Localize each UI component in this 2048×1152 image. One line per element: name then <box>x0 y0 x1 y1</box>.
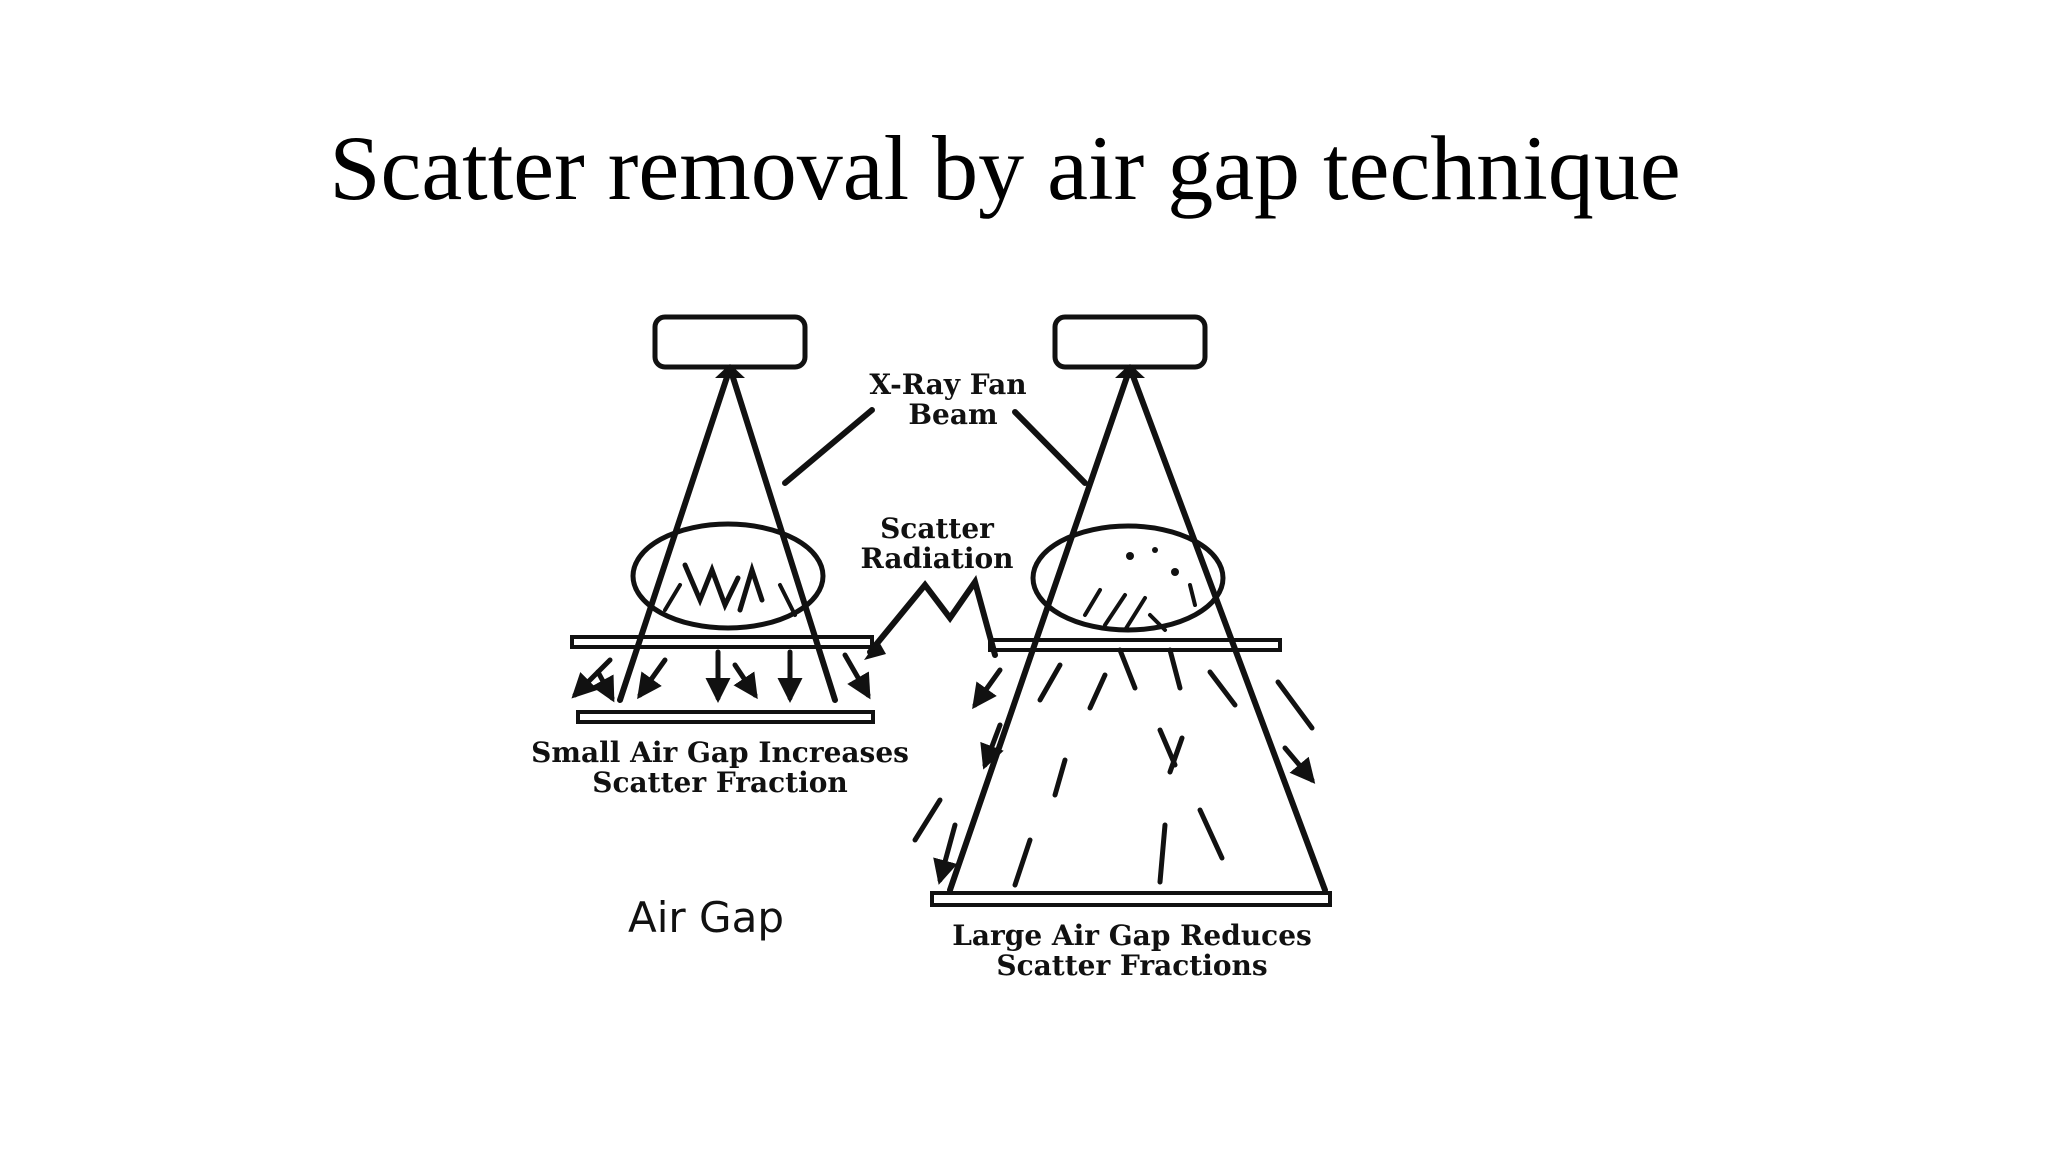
right-beam-edge <box>1127 365 1328 893</box>
right-xray-tube <box>1052 314 1208 370</box>
beam-label-line2: Beam <box>908 398 997 431</box>
right-scatter-dot <box>1152 547 1158 553</box>
left-scatter-path <box>663 583 682 612</box>
beam-pointer-right <box>1012 409 1088 486</box>
right-scatter-arrow <box>933 822 958 885</box>
left-scatter-path <box>778 583 797 617</box>
right-scatter-arrow <box>1052 757 1068 798</box>
scatter-label-line2: Radiation <box>860 542 1013 575</box>
left-scatter-arrow <box>637 657 668 700</box>
right-scatter-arrow <box>1282 745 1316 784</box>
right-scatter-arrow <box>1207 669 1238 708</box>
right-scatter-arrow <box>1157 822 1168 885</box>
small-gap-caption-line1: Small Air Gap Increases <box>531 736 909 769</box>
right-scatter-path <box>1188 583 1197 607</box>
right-scatter-arrow <box>1167 647 1183 691</box>
left-scatter-arrow <box>842 652 871 700</box>
left-scatter-arrow <box>732 662 758 700</box>
slide-title: Scatter removal by air gap technique <box>329 117 1681 219</box>
right-setup <box>912 314 1332 907</box>
right-scatter-path <box>1103 593 1127 627</box>
scatter-pointer <box>867 575 998 658</box>
scatter-pointer-arrowhead <box>864 640 886 660</box>
right-scatter-arrow <box>1087 672 1108 711</box>
left-patient <box>630 521 826 631</box>
large-gap-caption-line1: Large Air Gap Reduces <box>952 919 1312 952</box>
beam-label-line1: X-Ray Fan <box>869 368 1026 401</box>
left-scatter-path <box>737 561 765 613</box>
right-beam-edge <box>947 365 1133 893</box>
large-gap-caption-line2: Scatter Fractions <box>996 949 1267 982</box>
left-scatter-path <box>682 562 741 612</box>
right-scatter-path <box>1083 588 1102 617</box>
left-scatter-arrow <box>591 669 615 703</box>
small-gap-caption-line2: Scatter Fraction <box>592 766 848 799</box>
right-scatter-path <box>1148 613 1167 632</box>
right-scatter-arrow <box>912 797 943 843</box>
scatter-label-line1: Scatter <box>880 512 995 545</box>
air-gap-label: Air Gap <box>628 893 784 942</box>
left-xray-tube <box>652 314 808 370</box>
right-scatter-path <box>1123 596 1147 632</box>
right-scatter-arrow <box>1167 735 1185 775</box>
right-scatter-dot <box>1126 552 1134 560</box>
right-detector <box>930 891 1332 907</box>
left-grid-plate <box>570 635 874 649</box>
right-scatter-arrow <box>1012 837 1033 888</box>
right-patient <box>1030 523 1226 633</box>
beam-pointer-left <box>782 407 875 486</box>
right-scatter-dot <box>1171 568 1179 576</box>
right-scatter-arrow <box>1275 679 1315 731</box>
right-scatter-arrow <box>1117 647 1138 691</box>
right-scatter-arrow <box>972 667 1003 710</box>
right-scatter-arrow <box>1037 662 1063 703</box>
left-detector <box>576 710 875 724</box>
right-scatter-arrow <box>1197 807 1225 861</box>
right-scatter-arrow <box>980 722 1004 770</box>
left-setup <box>570 314 875 724</box>
